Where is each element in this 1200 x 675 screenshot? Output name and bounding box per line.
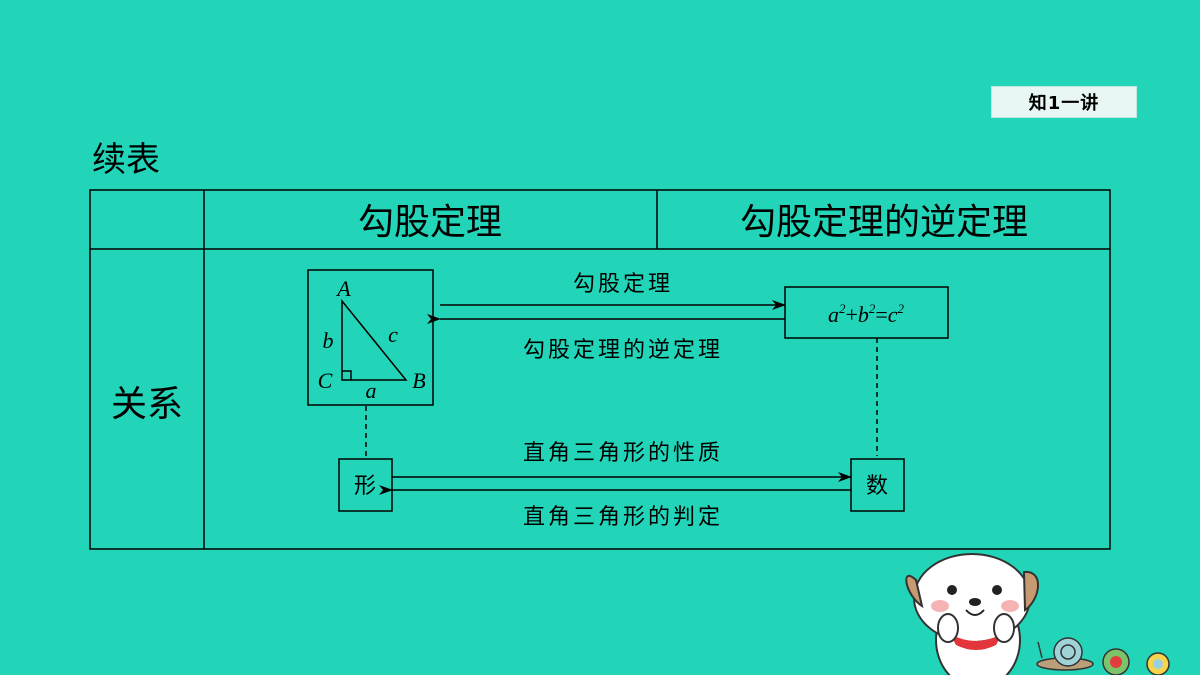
arrow-label-determination: 直角三角形的判定 <box>523 505 723 530</box>
formula-b: b <box>858 302 869 327</box>
shape-box: 形 <box>338 458 393 512</box>
vertex-label-A: A <box>335 276 351 301</box>
header-cell-converse: 勾股定理的逆定理 <box>740 202 1028 243</box>
formula-exp-c: 2 <box>898 301 905 316</box>
side-label-b: b <box>323 328 334 353</box>
pythagorean-formula: a2+b2=c2 <box>828 301 905 327</box>
arrow-label-converse: 勾股定理的逆定理 <box>523 338 723 363</box>
snail-illustration <box>1036 637 1094 671</box>
arrow-label-property: 直角三角形的性质 <box>523 441 723 466</box>
formula-equals: = <box>875 302 887 327</box>
flower-decoration <box>1102 648 1170 675</box>
vertex-label-B: B <box>412 368 425 393</box>
triangle-figure: A B C a b c <box>307 269 434 406</box>
row-label-relation: 关系 <box>111 384 183 425</box>
number-box: 数 <box>850 458 905 512</box>
formula-box: a2+b2=c2 <box>784 286 949 339</box>
side-label-a: a <box>366 378 377 403</box>
lecture-badge: 知1一讲 <box>991 86 1137 118</box>
number-label: 数 <box>866 474 888 499</box>
formula-exp-a: 2 <box>839 301 846 316</box>
formula-exp-b: 2 <box>869 301 876 316</box>
formula-plus: + <box>845 302 857 327</box>
formula-a: a <box>828 302 839 327</box>
shape-label: 形 <box>354 474 376 499</box>
header-cell-theorem: 勾股定理 <box>358 202 502 243</box>
vertex-label-C: C <box>318 368 333 393</box>
formula-c: c <box>888 302 898 327</box>
side-label-c: c <box>388 322 398 347</box>
table-frame <box>89 189 1111 550</box>
page-title: 续表 <box>92 140 160 180</box>
cartoon-dog-illustration <box>905 553 1039 675</box>
arrow-label-theorem: 勾股定理 <box>573 272 673 297</box>
